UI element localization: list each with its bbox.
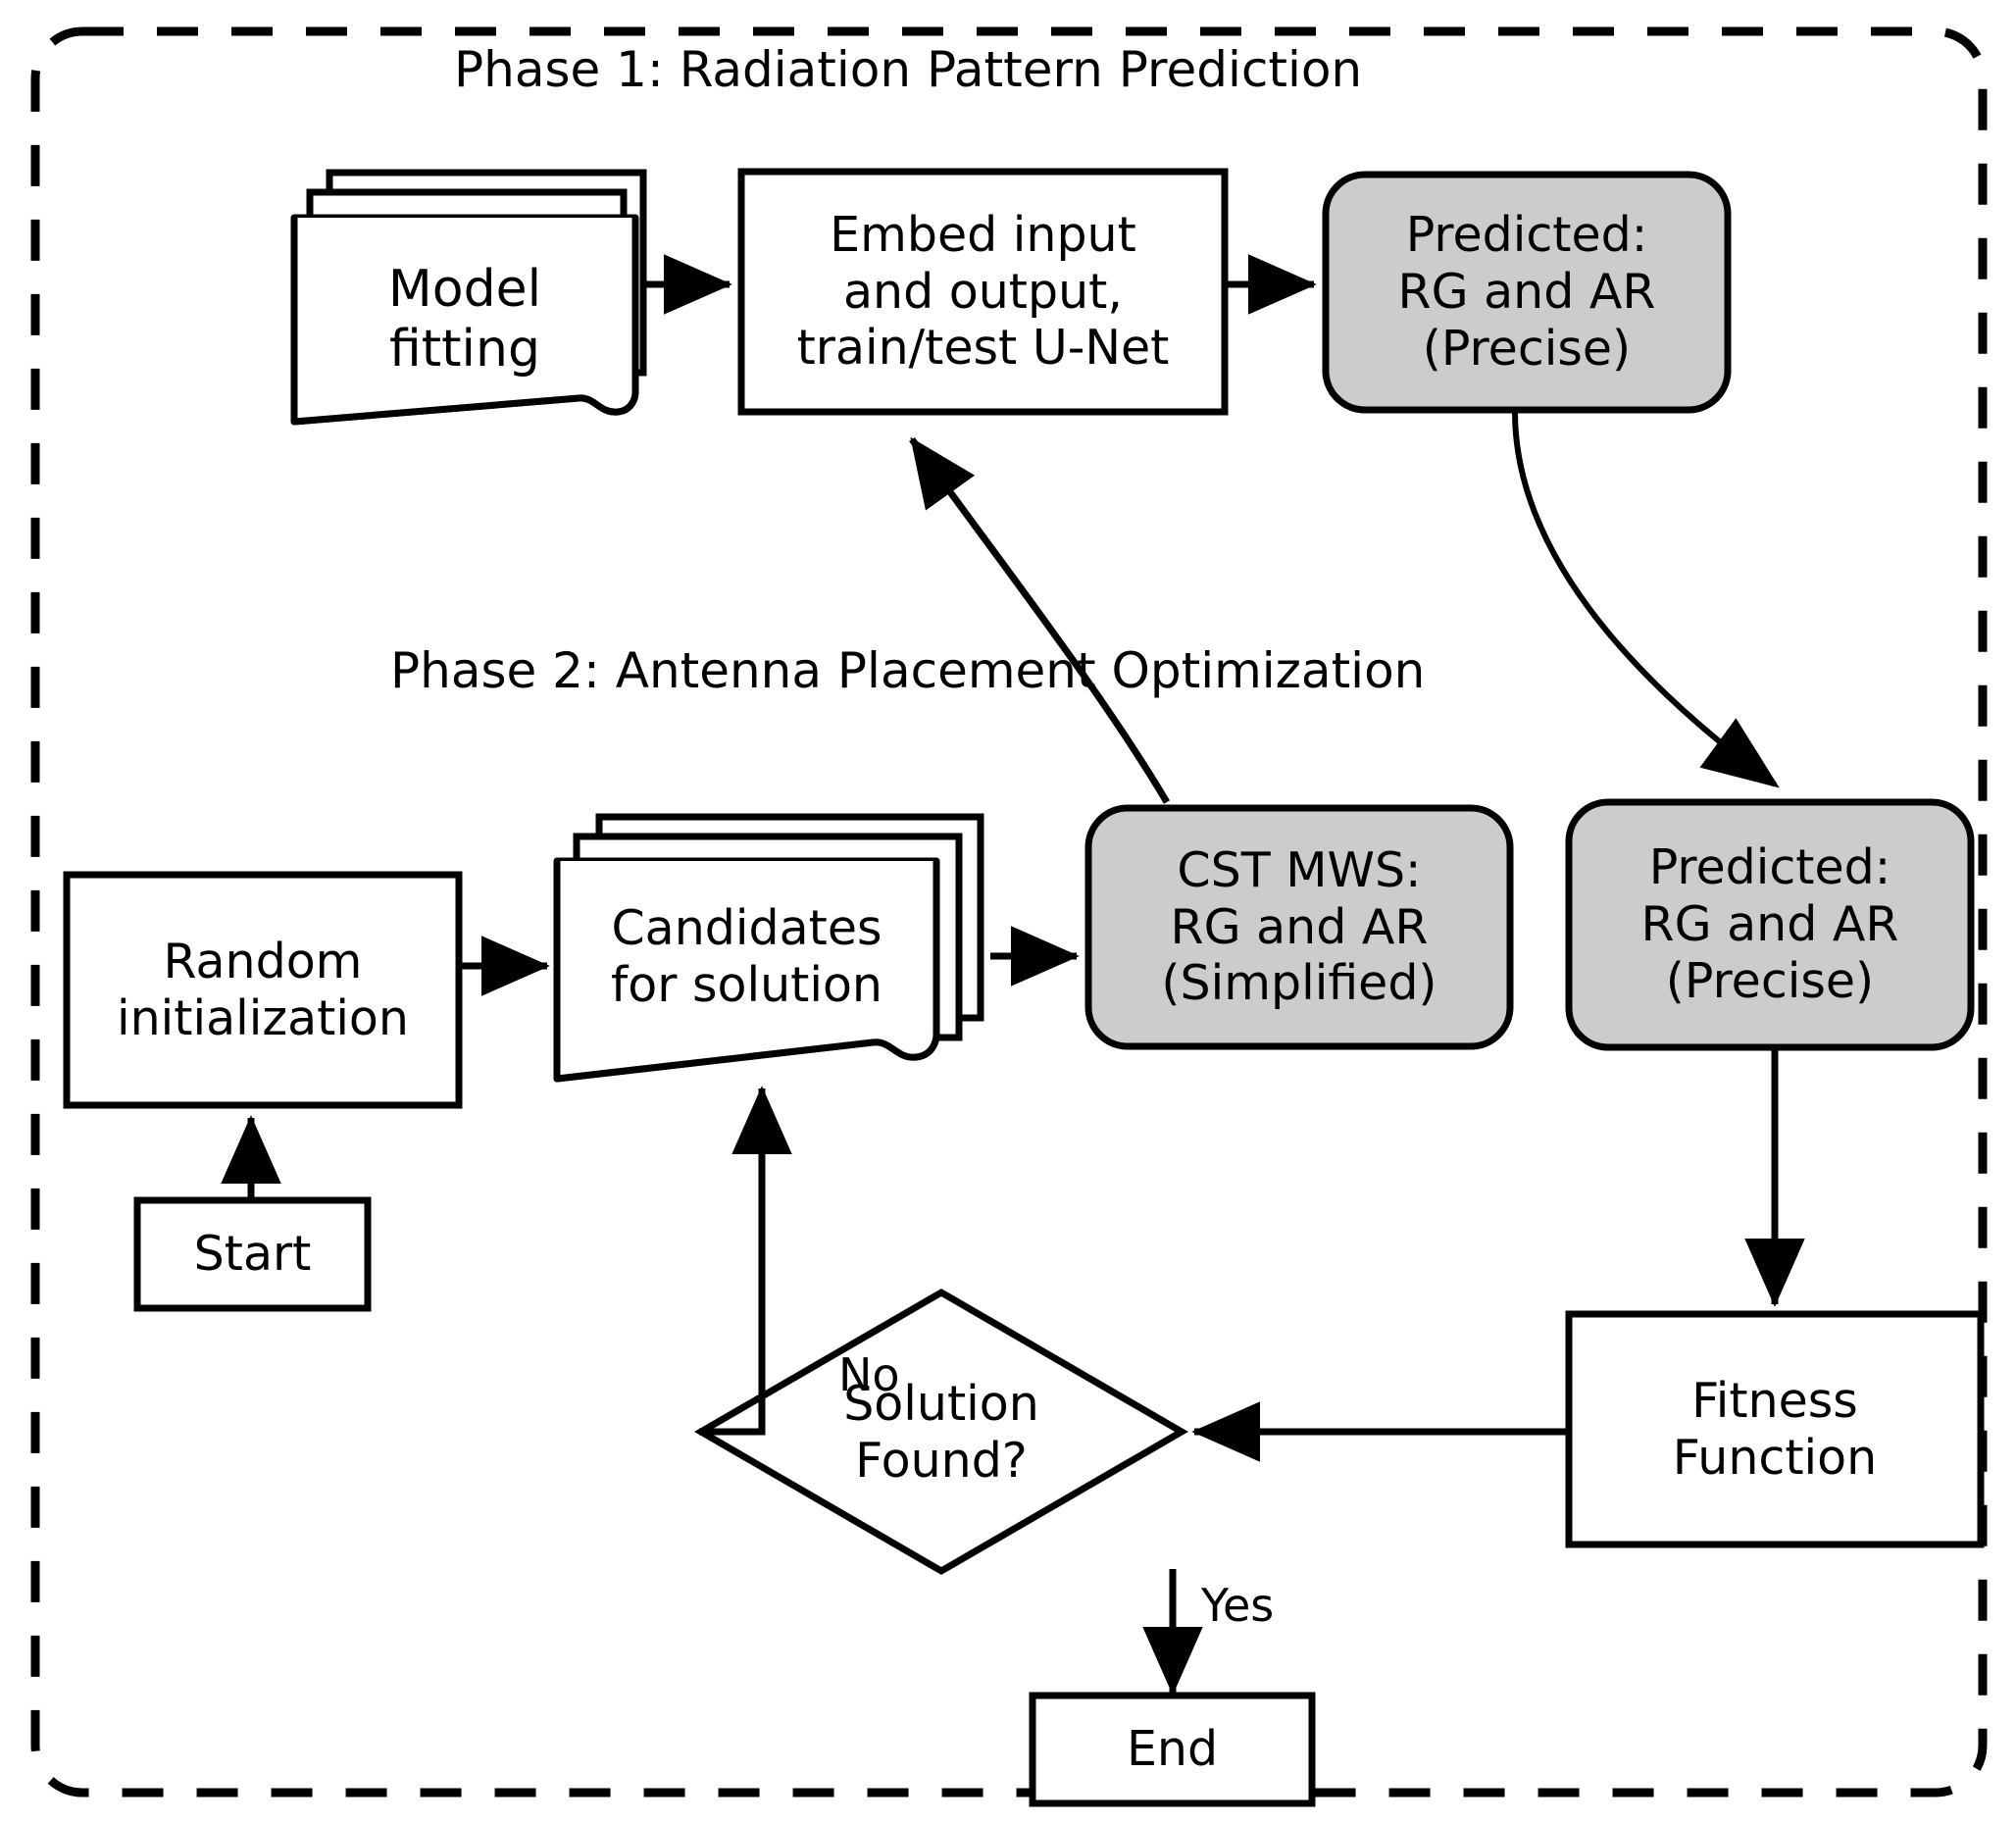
node-candidates[interactable] (557, 817, 981, 1079)
node-predicted-phase2[interactable] (1569, 802, 1971, 1047)
phase1-title: Phase 1: Radiation Pattern Prediction (454, 41, 1363, 98)
node-solution-found[interactable] (701, 1292, 1182, 1571)
node-start[interactable] (137, 1200, 368, 1308)
node-end[interactable] (1033, 1696, 1312, 1803)
edge-cstmws-embedinput (909, 436, 1171, 804)
node-fitness-function[interactable] (1569, 1314, 1981, 1544)
node-embed-input[interactable] (741, 172, 1225, 412)
edge-label-no: No (838, 1348, 900, 1401)
phase2-title: Phase 2: Antenna Placement Optimization (390, 642, 1426, 699)
edge-predicted1-predicted2 (1512, 411, 1780, 788)
node-cst-mws[interactable] (1088, 808, 1510, 1046)
edge-label-yes: Yes (1201, 1579, 1275, 1632)
node-predicted-phase1[interactable] (1326, 175, 1728, 410)
node-model-fitting[interactable] (294, 173, 643, 422)
node-random-initialization[interactable] (67, 875, 459, 1105)
